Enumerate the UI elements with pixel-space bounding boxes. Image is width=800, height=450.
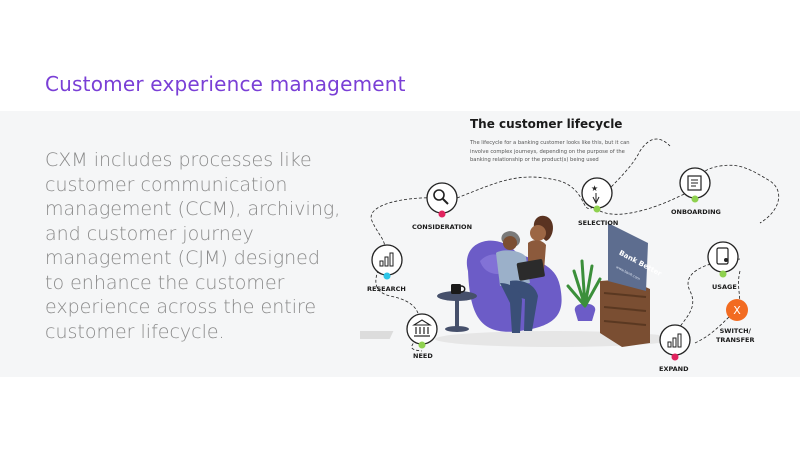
stage-label-consideration: CONSIDERATION xyxy=(412,223,473,231)
stage-onboarding xyxy=(679,167,711,203)
tablet-on-floor xyxy=(360,331,394,339)
mug xyxy=(451,284,461,294)
laptop xyxy=(516,259,545,281)
bank-icon xyxy=(412,319,432,326)
stage-consideration xyxy=(426,182,458,218)
stage-label-selection: SELECTION xyxy=(578,219,619,227)
stage-need xyxy=(406,313,438,349)
x-icon: X xyxy=(733,304,741,317)
lifecycle-illustration: Bank Better www.bank.com ★ xyxy=(360,138,780,361)
stage-label-need: NEED xyxy=(413,352,433,360)
stage-expand xyxy=(659,324,691,361)
stage-selection: ★ xyxy=(581,177,613,213)
stage-label-switch-transfer: SWITCH/ TRANSFER xyxy=(716,327,755,344)
stage-label-usage: USAGE xyxy=(712,283,737,291)
tablet-hand-icon xyxy=(716,247,729,265)
stage-research xyxy=(371,244,403,280)
stage-label-expand: EXPAND xyxy=(659,365,689,373)
potted-plant xyxy=(574,303,596,321)
stage-usage xyxy=(707,241,739,278)
pointer-star-icon: ★ xyxy=(591,184,598,193)
stage-switch-transfer: X xyxy=(726,299,748,321)
page-title: Customer experience management xyxy=(45,72,406,96)
figure-title: The customer lifecycle xyxy=(470,117,623,131)
bar-chart-up-icon xyxy=(667,341,672,348)
bar-chart-icon xyxy=(379,260,384,267)
side-table xyxy=(437,291,477,301)
stage-label-onboarding: ONBOARDING xyxy=(671,208,721,216)
form-icon xyxy=(687,175,702,191)
bank-sign-screen xyxy=(608,223,648,291)
stage-label-research: RESEARCH xyxy=(367,285,406,293)
body-paragraph: CXM includes processes like customer com… xyxy=(45,149,341,343)
customer-lifecycle-figure: Bank Better www.bank.com ★ xyxy=(360,111,800,377)
magnifier-icon xyxy=(433,189,445,201)
figure-description: The lifecycle for a banking customer loo… xyxy=(470,140,630,163)
